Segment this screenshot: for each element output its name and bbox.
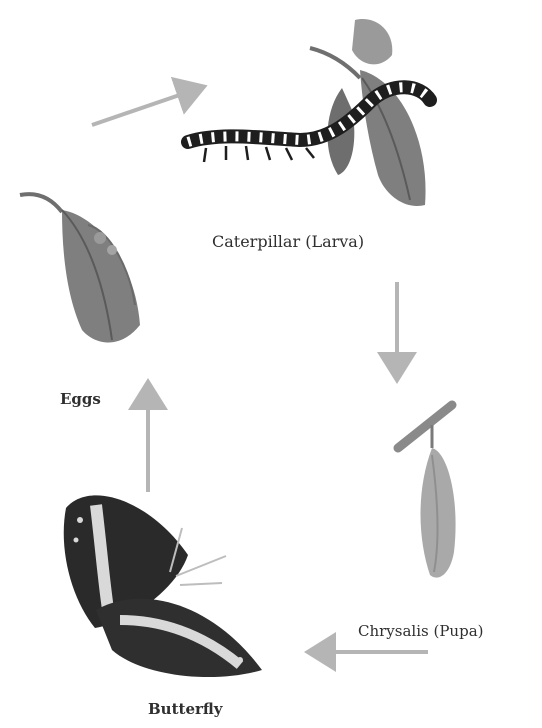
butterfly-illustration xyxy=(64,495,262,677)
flower-bud xyxy=(352,19,392,64)
arrow-eggs-to-caterpillar xyxy=(92,88,200,125)
chrysalis-illustration xyxy=(398,405,456,578)
egg-leaf-illustration xyxy=(20,194,140,342)
egg-2 xyxy=(107,245,117,255)
butterfly-label: Butterfly xyxy=(148,700,223,718)
caterpillar-label: Caterpillar (Larva) xyxy=(212,232,364,251)
egg-1 xyxy=(94,232,106,244)
chrysalis-label: Chrysalis (Pupa) xyxy=(358,622,484,640)
caterpillar-leaf-illustration xyxy=(188,19,430,206)
eggs-label: Eggs xyxy=(60,390,101,408)
